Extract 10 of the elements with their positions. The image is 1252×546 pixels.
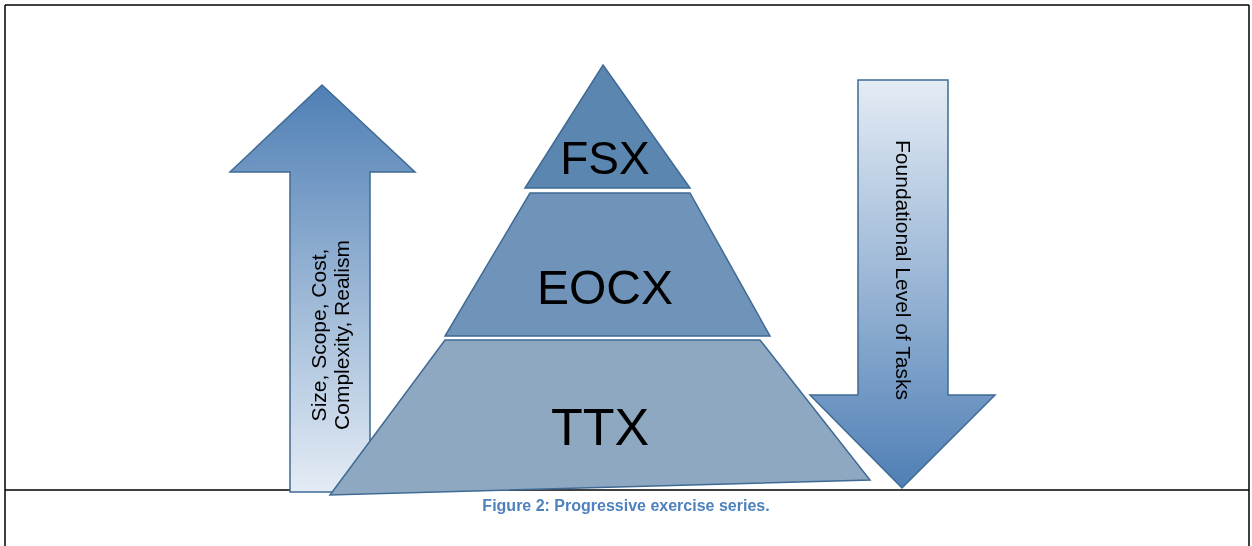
pyramid-tier	[525, 65, 690, 188]
pyramid-tier	[445, 193, 770, 336]
arrow-label: Foundational Level of Tasks	[891, 139, 915, 402]
direction-arrow-shape	[230, 85, 415, 492]
tier-label: TTX	[549, 399, 651, 457]
figure-caption: Figure 2: Progressive exercise series.	[482, 497, 770, 514]
arrow-label: Size, Scope, Cost, Complexity, Realism	[306, 239, 354, 432]
direction-arrow-shape	[810, 80, 995, 488]
tier-label: FSX	[559, 132, 651, 184]
tier-label: EOCX	[536, 261, 674, 315]
